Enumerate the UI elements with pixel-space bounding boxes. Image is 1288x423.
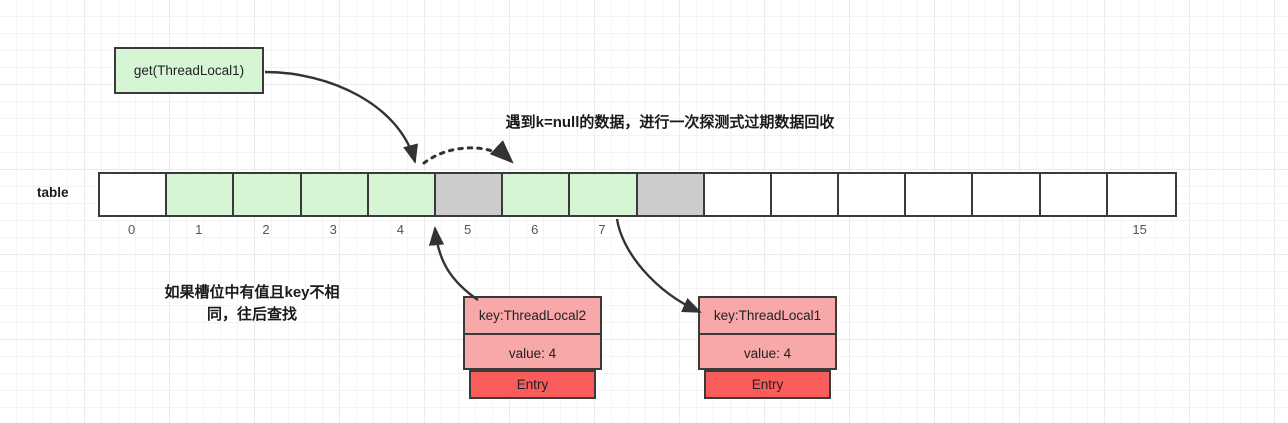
table-index-0: 0 — [127, 222, 136, 237]
table-index-5: 5 — [463, 222, 472, 237]
entry-kv-box: key:ThreadLocal2 value: 4 — [463, 296, 602, 370]
table-index-6: 6 — [531, 222, 539, 237]
table-index-15: 15 — [1132, 222, 1147, 237]
arrow-probe-slot4-to-slot5 — [422, 140, 514, 165]
table-label: table — [37, 185, 69, 200]
threadlocal-table — [98, 172, 1177, 217]
table-cell-0 — [100, 174, 168, 215]
table-index-7: 7 — [598, 222, 606, 237]
entry-value-row: value: 4 — [508, 346, 557, 361]
table-cell-10 — [771, 174, 840, 215]
entry-threadlocal1: key:ThreadLocal1 value: 4 Entry — [698, 296, 837, 399]
table-index-4: 4 — [396, 222, 404, 237]
table-cell-7 — [570, 174, 638, 215]
table-cell-1 — [167, 174, 235, 215]
table-cell-8 — [637, 174, 705, 215]
entry-footer: Entry — [704, 370, 831, 399]
table-cell-15 — [1107, 174, 1175, 215]
entry-value-row: value: 4 — [743, 346, 792, 361]
table-cell-14 — [1040, 174, 1108, 215]
table-cell-13 — [973, 174, 1041, 215]
entry-key-row: key:ThreadLocal2 — [465, 298, 600, 335]
entry-kv-box: key:ThreadLocal1 value: 4 — [698, 296, 837, 370]
note-linear-probe-line2: 同，往后查找 — [206, 305, 297, 323]
table-cell-6 — [503, 174, 571, 215]
table-index-3: 3 — [329, 222, 337, 237]
arrow-get-to-slot4 — [264, 70, 419, 164]
note-expired-cleanup: 遇到k=null的数据，进行一次探测式过期数据回收 — [505, 114, 835, 131]
table-cell-9 — [704, 174, 772, 215]
entry-footer: Entry — [469, 370, 596, 399]
get-threadlocal-box: get(ThreadLocal1) — [114, 47, 264, 94]
table-index-1: 1 — [195, 222, 203, 237]
note-linear-probe: 如果槽位中有值且key不相 同，往后查找 — [108, 282, 396, 326]
table-cell-5 — [435, 174, 504, 215]
entry-key-row: key:ThreadLocal1 — [700, 298, 835, 335]
table-cell-12 — [906, 174, 974, 215]
table-cell-11 — [839, 174, 907, 215]
table-cell-3 — [301, 174, 369, 215]
get-threadlocal-label: get(ThreadLocal1) — [133, 63, 245, 78]
table-index-2: 2 — [262, 222, 270, 237]
table-cell-2 — [234, 174, 302, 215]
note-linear-probe-line1: 如果槽位中有值且key不相 — [164, 284, 340, 301]
table-cell-4 — [368, 174, 436, 215]
entry-threadlocal2: key:ThreadLocal2 value: 4 Entry — [463, 296, 602, 399]
arrow-entry2-to-slot4 — [428, 226, 479, 301]
